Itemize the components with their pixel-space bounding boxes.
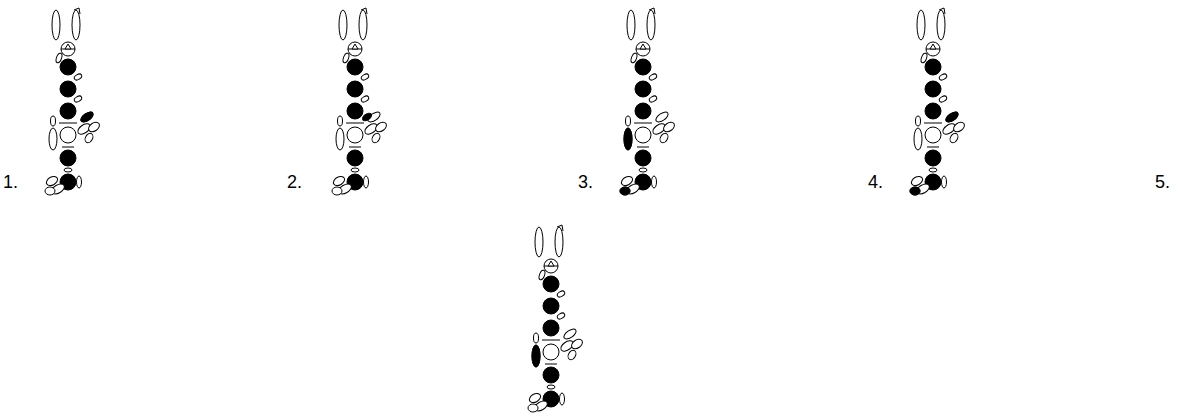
- instrument-keys: [45, 8, 101, 196]
- figure-number: 3.: [578, 172, 593, 194]
- instrument-keys: [620, 8, 676, 196]
- instrument-keys: [528, 225, 584, 413]
- pressed-key: [620, 187, 630, 195]
- fingering-figure: [332, 8, 388, 196]
- fingering-figure: [620, 8, 676, 196]
- fingering-figure: [45, 8, 101, 196]
- figure-number: 1.: [3, 172, 18, 194]
- instrument-keys: [910, 8, 966, 196]
- pressed-key: [532, 345, 540, 367]
- pressed-key: [624, 128, 632, 150]
- pressed-key: [361, 112, 373, 123]
- pressed-key: [79, 110, 94, 124]
- figure-number: 4.: [868, 172, 883, 194]
- instrument-keys: [332, 8, 388, 196]
- pressed-key: [944, 110, 959, 124]
- pressed-key: [910, 187, 920, 195]
- figure-number: 2.: [287, 172, 302, 194]
- figure-number: 5.: [1155, 172, 1170, 194]
- fingering-figure: [910, 8, 966, 196]
- fingering-figure: [528, 225, 584, 413]
